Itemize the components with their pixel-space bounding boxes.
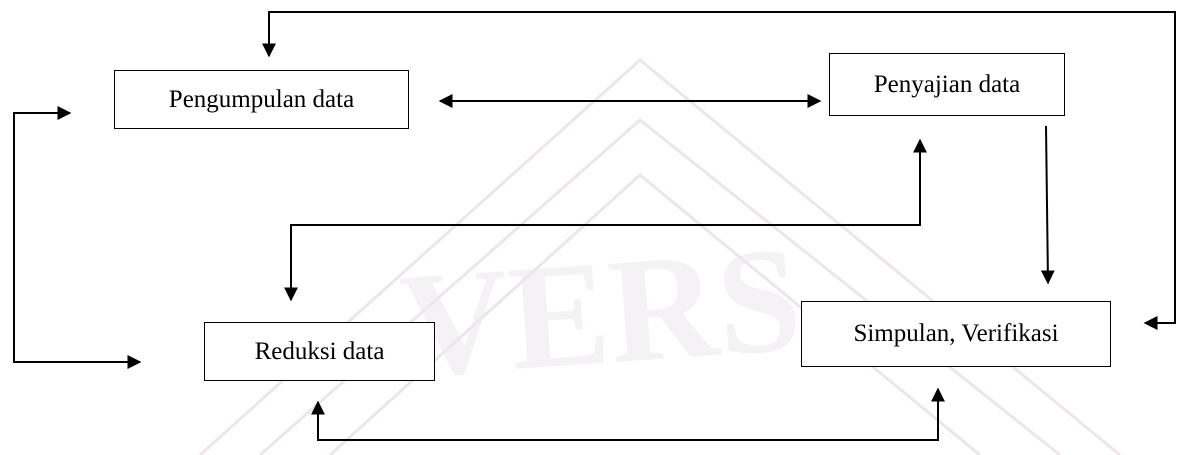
- node-pengumpulan-data: Pengumpulan data: [114, 70, 409, 129]
- node-simpulan-verifikasi: Simpulan, Verifikasi: [801, 301, 1111, 367]
- arrow-reduksi-penyajian: [284, 138, 927, 302]
- arrow-simpulan-to-pengumpulan: [262, 11, 1176, 330]
- arrow-reduksi-simpulan: [311, 387, 945, 441]
- arrow-penyajian-to-simpulan: [1040, 125, 1055, 285]
- node-penyajian-data: Penyajian data: [829, 53, 1065, 116]
- node-reduksi-data: Reduksi data: [204, 322, 435, 381]
- arrow-pengumpulan-reduksi: [13, 106, 142, 369]
